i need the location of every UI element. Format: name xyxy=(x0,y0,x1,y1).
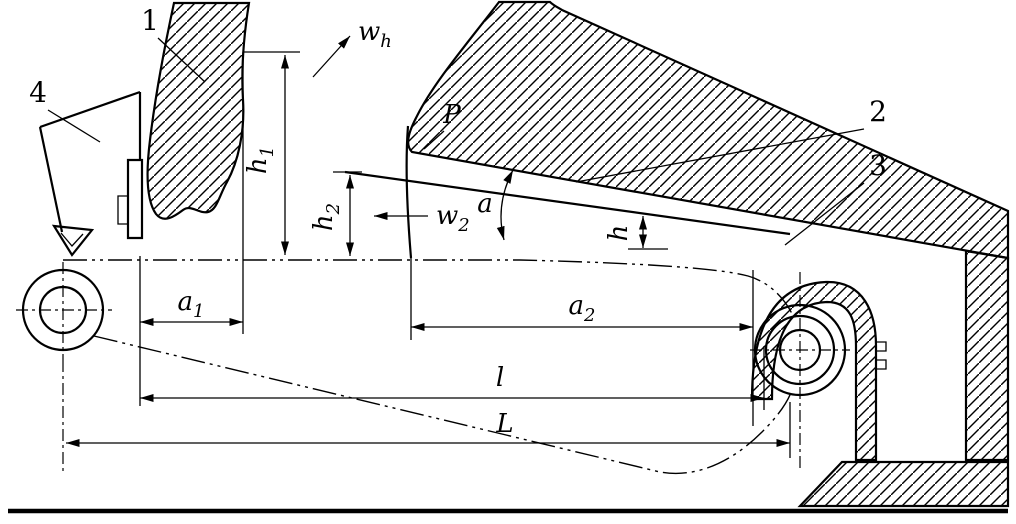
callout-3: 3 xyxy=(869,149,887,182)
leader-P xyxy=(423,130,445,150)
label-h1: h1 xyxy=(243,146,278,174)
belt-upper-run xyxy=(63,259,794,317)
label-angle: a xyxy=(477,189,493,219)
right-wall-section xyxy=(964,249,1010,462)
rear-roller-housing-section xyxy=(750,280,878,462)
leader-1 xyxy=(157,37,206,83)
feeder-bracket xyxy=(126,158,144,240)
feeder-cone-inner xyxy=(60,232,84,247)
feeder-top-edge xyxy=(39,90,141,129)
angle-arc xyxy=(496,169,514,241)
label-gap-h: h xyxy=(604,225,634,242)
label-length-l: l xyxy=(496,363,504,393)
label-a1: a1 xyxy=(178,287,205,322)
feeder-left-edge xyxy=(38,126,64,233)
leader-3 xyxy=(784,182,865,246)
label-w-2: w2 xyxy=(436,201,470,236)
label-plate: P xyxy=(442,100,461,130)
joint-mark xyxy=(876,341,887,370)
beater-housing-section xyxy=(146,1,251,220)
velocity-head-arrow xyxy=(312,35,351,78)
concave-line xyxy=(344,170,791,236)
top-wall-section xyxy=(407,0,1010,260)
label-h2: h2 xyxy=(309,203,344,231)
callout-1: 1 xyxy=(141,4,159,37)
leader-2 xyxy=(575,128,865,183)
front-plate-line xyxy=(405,125,413,259)
feeder-cone xyxy=(51,224,95,257)
leader-4 xyxy=(47,109,101,143)
callout-4: 4 xyxy=(29,76,47,109)
belt-lower-run xyxy=(93,335,793,475)
callout-2: 2 xyxy=(869,95,887,128)
base-block-section xyxy=(797,460,1010,508)
label-a2: a2 xyxy=(569,291,596,326)
feeder-bracket-step xyxy=(117,195,129,225)
label-w-h: wh xyxy=(358,17,392,52)
label-length-L: L xyxy=(495,409,513,439)
